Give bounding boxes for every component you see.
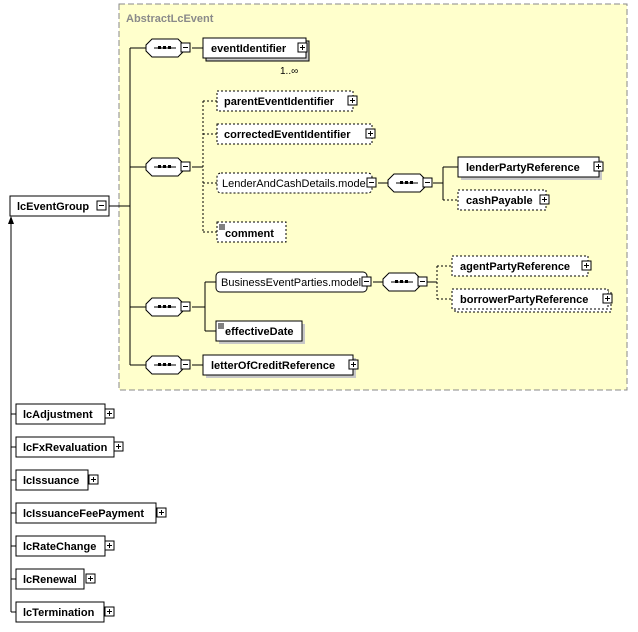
element-correctedEventIdentifier[interactable]: correctedEventIdentifier [216, 123, 373, 145]
svg-text:agentPartyReference: agentPartyReference [460, 261, 570, 273]
derived-type-lcRateChange[interactable]: lcRateChange [15, 535, 115, 557]
svg-text:lcIssuance: lcIssuance [23, 475, 79, 487]
sequence-compositor-icon[interactable] [145, 38, 191, 58]
svg-text:eventIdentifier: eventIdentifier [211, 43, 287, 55]
element-cashPayable[interactable]: cashPayable [457, 189, 547, 211]
expand-plus-icon [113, 441, 124, 452]
svg-text:lcRateChange: lcRateChange [23, 541, 96, 553]
svg-text:lcAdjustment: lcAdjustment [23, 409, 93, 421]
element-letterOfCreditReference[interactable]: letterOfCreditReference [202, 354, 356, 378]
element-lenderPartyReference[interactable]: lenderPartyReference [457, 156, 602, 180]
abstract-group-title: AbstractLcEvent [126, 13, 214, 25]
collapse-minus-icon[interactable] [361, 276, 372, 287]
svg-text:LenderAndCashDetails.model: LenderAndCashDetails.model [222, 178, 368, 190]
derived-type-lcIssuanceFeePayment[interactable]: lcIssuanceFeePayment [15, 502, 167, 524]
expand-plus-icon[interactable] [539, 194, 550, 205]
sequence-compositor-icon[interactable] [145, 297, 191, 317]
element-effectiveDate[interactable]: effectiveDate [215, 320, 305, 344]
expand-plus-icon[interactable] [602, 293, 613, 304]
element-parentEventIdentifier[interactable]: parentEventIdentifier [216, 90, 354, 112]
svg-text:effectiveDate: effectiveDate [225, 326, 293, 338]
svg-text:lcIssuanceFeePayment: lcIssuanceFeePayment [23, 508, 144, 520]
derived-type-lcAdjustment[interactable]: lcAdjustment [15, 403, 115, 425]
expand-plus-icon [104, 408, 115, 419]
svg-text:letterOfCreditReference: letterOfCreditReference [211, 360, 335, 372]
element-agentPartyReference[interactable]: agentPartyReference [451, 255, 589, 277]
expand-plus-icon[interactable] [297, 42, 308, 53]
extension-arrow-icon [8, 216, 14, 224]
expand-plus-icon [88, 474, 99, 485]
element-eventIdentifier[interactable]: eventIdentifier [202, 37, 310, 62]
annotation-doc-icon [219, 224, 225, 230]
expand-plus-icon [104, 606, 115, 617]
derived-type-lcFxRevaluation[interactable]: lcFxRevaluation [15, 436, 124, 458]
svg-text:BusinessEventParties.model: BusinessEventParties.model [221, 277, 361, 289]
svg-text:lcTermination: lcTermination [23, 607, 95, 619]
abstract-group-area [118, 3, 628, 391]
expand-plus-icon [104, 540, 115, 551]
group-LenderAndCashDetails[interactable]: LenderAndCashDetails.model [216, 172, 373, 194]
element-borrowerPartyReference[interactable]: borrowerPartyReference [451, 288, 612, 313]
svg-text:correctedEventIdentifier: correctedEventIdentifier [224, 129, 351, 141]
expand-plus-icon[interactable] [347, 95, 358, 106]
svg-text:cashPayable: cashPayable [466, 195, 533, 207]
expand-plus-icon[interactable] [365, 128, 376, 139]
sequence-compositor-icon[interactable] [382, 272, 428, 292]
annotation-doc-icon [218, 323, 224, 329]
sequence-compositor-icon[interactable] [387, 173, 433, 193]
derived-type-lcRenewal[interactable]: lcRenewal [15, 568, 96, 590]
root-element-label: lcEventGroup [17, 201, 89, 213]
connector-lines [10, 47, 458, 613]
root-element-lcEventGroup[interactable]: lcEventGroup [9, 195, 110, 217]
svg-text:borrowerPartyReference: borrowerPartyReference [460, 294, 588, 306]
svg-text:lenderPartyReference: lenderPartyReference [466, 162, 580, 174]
svg-text:lcRenewal: lcRenewal [23, 574, 77, 586]
sequence-compositor-icon[interactable] [145, 157, 191, 177]
derived-type-lcIssuance[interactable]: lcIssuance [15, 469, 99, 491]
group-BusinessEventParties[interactable]: BusinessEventParties.model [215, 271, 368, 293]
expand-plus-icon[interactable] [581, 260, 592, 271]
svg-text:lcFxRevaluation: lcFxRevaluation [23, 442, 108, 454]
cardinality-label: 1..∞ [280, 66, 298, 77]
expand-plus-icon [156, 507, 167, 518]
svg-text:parentEventIdentifier: parentEventIdentifier [224, 96, 335, 108]
derived-type-lcTermination[interactable]: lcTermination [15, 601, 115, 623]
element-comment[interactable]: comment [216, 221, 287, 243]
sequence-compositor-icon[interactable] [145, 355, 191, 375]
expand-plus-icon [85, 573, 96, 584]
expand-plus-icon[interactable] [348, 359, 359, 370]
expand-plus-icon[interactable] [593, 161, 604, 172]
svg-text:comment: comment [225, 228, 274, 240]
collapse-minus-icon[interactable] [96, 200, 107, 211]
collapse-minus-icon[interactable] [366, 177, 377, 188]
